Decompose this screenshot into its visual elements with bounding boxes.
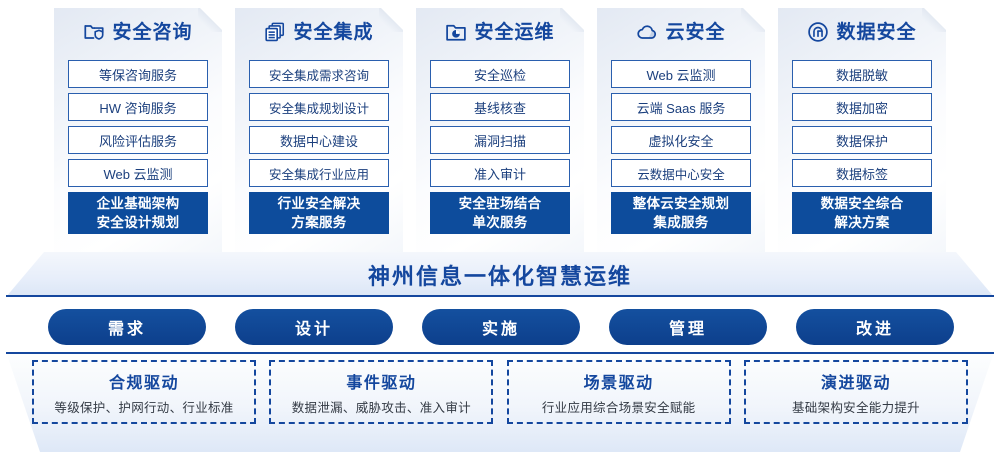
card-item[interactable]: 风险评估服务 (68, 126, 208, 154)
card-item[interactable]: 云端 Saas 服务 (611, 93, 751, 121)
cloud-icon (636, 21, 658, 43)
driver-list: 合规驱动 等级保护、护网行动、行业标准 事件驱动 数据泄漏、威胁攻击、准入审计 … (32, 360, 968, 444)
card-item[interactable]: 数据加密 (792, 93, 932, 121)
driver-title: 事件驱动 (346, 374, 417, 392)
card-summary-line: 安全设计规划 (96, 215, 180, 230)
card-item[interactable]: HW 咨询服务 (68, 93, 208, 121)
card-item[interactable]: 数据保护 (792, 126, 932, 154)
driver-band-background (6, 352, 994, 452)
card-header: 安全咨询 (68, 8, 208, 60)
card-item[interactable]: 基线核查 (430, 93, 570, 121)
card-summary-line: 解决方案 (834, 215, 890, 230)
card-title: 安全运维 (474, 21, 555, 43)
card-item[interactable]: 数据中心建设 (249, 126, 389, 154)
card-item[interactable]: Web 云监测 (68, 159, 208, 187)
driver-band-topline (6, 352, 994, 354)
card-summary-line: 安全驻场结合 (458, 196, 542, 211)
capability-card-security-consulting[interactable]: 安全咨询 等保咨询服务 HW 咨询服务 风险评估服务 Web 云监测 企业基础架… (54, 8, 222, 253)
fingerprint-icon (807, 21, 829, 43)
platform-banner-title: 神州信息一体化智慧运维 (367, 263, 632, 289)
driver-evolution[interactable]: 演进驱动 基础架构安全能力提升 (743, 360, 968, 424)
driver-title: 场景驱动 (583, 374, 654, 392)
card-summary-line: 行业安全解决 (277, 196, 361, 211)
card-header: 数据安全 (792, 8, 932, 60)
capability-card-cloud-security[interactable]: 云安全 Web 云监测 云端 Saas 服务 虚拟化安全 云数据中心安全 整体云… (597, 8, 765, 253)
card-summary-line: 方案服务 (291, 215, 347, 230)
card-title: 安全咨询 (112, 21, 193, 43)
driver-subtitle: 数据泄漏、威胁攻击、准入审计 (291, 400, 471, 415)
driver-scenario[interactable]: 场景驱动 行业应用综合场景安全赋能 (506, 360, 731, 424)
platform-banner-underline (6, 295, 994, 297)
phase-pill-improvement[interactable]: 改进 (796, 309, 954, 345)
card-item[interactable]: 云数据中心安全 (611, 159, 751, 187)
card-item[interactable]: 安全集成规划设计 (249, 93, 389, 121)
driver-compliance[interactable]: 合规驱动 等级保护、护网行动、行业标准 (32, 360, 256, 424)
card-item[interactable]: 等保咨询服务 (68, 60, 208, 88)
card-title: 云安全 (665, 21, 726, 43)
card-summary[interactable]: 整体云安全规划 集成服务 (611, 192, 751, 234)
phase-pill-requirement[interactable]: 需求 (48, 309, 206, 345)
driver-subtitle: 基础架构安全能力提升 (791, 400, 920, 415)
card-summary-line: 单次服务 (472, 215, 528, 230)
phase-pill-row: 需求 设计 实施 管理 改进 (48, 309, 954, 345)
card-summary[interactable]: 企业基础架构 安全设计规划 (68, 192, 208, 234)
driver-incident[interactable]: 事件驱动 数据泄漏、威胁攻击、准入审计 (269, 360, 494, 424)
card-item[interactable]: 数据标签 (792, 159, 932, 187)
driver-subtitle: 等级保护、护网行动、行业标准 (54, 400, 234, 415)
card-summary-line: 数据安全综合 (820, 196, 904, 211)
driver-subtitle: 行业应用综合场景安全赋能 (541, 400, 696, 415)
card-item[interactable]: 虚拟化安全 (611, 126, 751, 154)
card-summary[interactable]: 行业安全解决 方案服务 (249, 192, 389, 234)
folder-chart-icon (445, 21, 467, 43)
card-item[interactable]: 安全集成行业应用 (249, 159, 389, 187)
card-title: 安全集成 (293, 21, 374, 43)
card-title: 数据安全 (836, 21, 917, 43)
phase-pill-design[interactable]: 设计 (235, 309, 393, 345)
driver-title: 合规驱动 (108, 374, 179, 392)
card-item[interactable]: 数据脱敏 (792, 60, 932, 88)
card-item[interactable]: 安全巡检 (430, 60, 570, 88)
card-item[interactable]: 安全集成需求咨询 (249, 60, 389, 88)
card-summary[interactable]: 数据安全综合 解决方案 (792, 192, 932, 234)
phase-pill-implementation[interactable]: 实施 (422, 309, 580, 345)
card-header: 云安全 (611, 8, 751, 60)
folder-shield-icon (83, 21, 105, 43)
stacked-documents-icon (264, 21, 286, 43)
capability-cards: 安全咨询 等保咨询服务 HW 咨询服务 风险评估服务 Web 云监测 企业基础架… (54, 8, 946, 253)
card-item[interactable]: 准入审计 (430, 159, 570, 187)
capability-card-security-operations[interactable]: 安全运维 安全巡检 基线核查 漏洞扫描 准入审计 安全驻场结合 单次服务 (416, 8, 584, 253)
capability-card-data-security[interactable]: 数据安全 数据脱敏 数据加密 数据保护 数据标签 数据安全综合 解决方案 (778, 8, 946, 253)
card-summary[interactable]: 安全驻场结合 单次服务 (430, 192, 570, 234)
driver-title: 演进驱动 (820, 374, 891, 392)
phase-pill-management[interactable]: 管理 (609, 309, 767, 345)
card-summary-line: 集成服务 (653, 215, 709, 230)
platform-banner: 神州信息一体化智慧运维 (6, 252, 994, 297)
card-summary-line: 整体云安全规划 (632, 196, 730, 211)
card-item[interactable]: Web 云监测 (611, 60, 751, 88)
card-summary-line: 企业基础架构 (96, 196, 180, 211)
card-header: 安全集成 (249, 8, 389, 60)
card-header: 安全运维 (430, 8, 570, 60)
capability-card-security-integration[interactable]: 安全集成 安全集成需求咨询 安全集成规划设计 数据中心建设 安全集成行业应用 行… (235, 8, 403, 253)
card-item[interactable]: 漏洞扫描 (430, 126, 570, 154)
